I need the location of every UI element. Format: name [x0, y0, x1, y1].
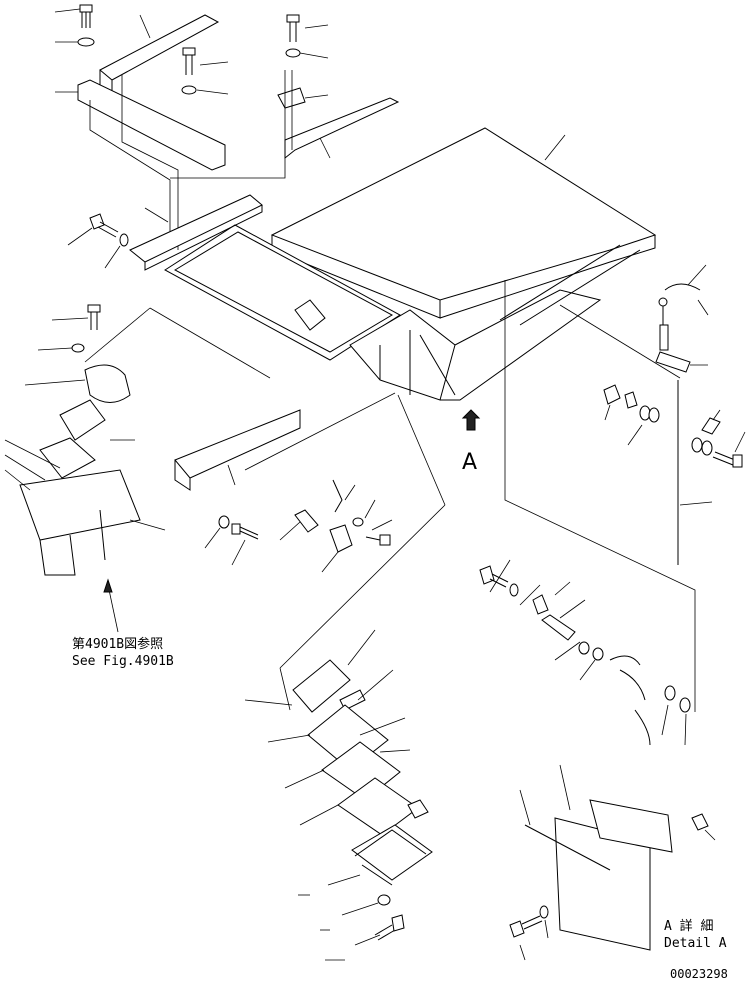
strip-plate: [77, 79, 226, 171]
washer: [691, 437, 703, 453]
washer: [218, 515, 230, 529]
mount-plate: [292, 659, 351, 713]
hinge-tab: [277, 87, 306, 109]
washer: [71, 343, 85, 353]
washer: [77, 37, 95, 47]
view-a-label: A: [462, 450, 478, 475]
washer: [592, 647, 604, 661]
gasket-plate: [59, 399, 106, 441]
washer: [285, 48, 301, 58]
washer: [181, 85, 197, 95]
drawing-number: 00023298: [670, 967, 728, 981]
figure-ref-japanese: 第4901B図参照: [72, 637, 164, 652]
bushing: [532, 594, 549, 615]
cover-panel: [39, 437, 96, 479]
bolt: [712, 451, 743, 468]
bolt: [374, 914, 405, 941]
nut: [624, 391, 638, 409]
bolt: [89, 213, 119, 238]
lock-cylinder: [294, 509, 319, 533]
washer: [648, 407, 660, 423]
deck-plate: [270, 127, 657, 301]
hinge-pin: [541, 614, 576, 641]
cushion-pad: [84, 364, 131, 403]
detail-label-english: Detail A: [664, 936, 727, 951]
nut: [691, 813, 709, 831]
front-box: [349, 309, 456, 401]
washer: [119, 233, 129, 247]
duct-and-lock-group: [174, 392, 396, 573]
washer: [539, 905, 549, 919]
side-plate: [284, 97, 400, 160]
frame-opening: [164, 224, 401, 361]
bolt: [79, 4, 93, 28]
ring-pin: [658, 297, 668, 307]
bolt: [231, 523, 259, 540]
bolt: [365, 534, 391, 546]
top-left-bracket-group: [54, 4, 229, 250]
nut: [603, 384, 621, 405]
bolt: [479, 565, 509, 588]
washer: [639, 405, 651, 421]
pin: [655, 351, 691, 373]
washer: [701, 440, 713, 456]
bolt: [182, 47, 196, 75]
view-arrow: [461, 409, 481, 431]
detail-label-japanese: A 詳 細: [664, 919, 714, 934]
floor-deck-structure: [67, 127, 657, 401]
angle-bracket: [99, 14, 220, 81]
duct-cover: [174, 409, 301, 479]
tag: [701, 417, 721, 435]
figure-ref-english: See Fig.4901B: [72, 654, 174, 669]
washer: [352, 517, 364, 527]
hinge-assembly: [479, 280, 696, 746]
bolt: [286, 14, 300, 42]
washer: [377, 894, 391, 906]
lock-latch: [329, 524, 353, 553]
washer: [664, 685, 676, 701]
console-base: [19, 469, 141, 541]
washer: [679, 697, 691, 713]
bolt: [509, 915, 543, 938]
detail-bracket: [589, 799, 673, 853]
stacked-mount-plates: [244, 394, 446, 961]
left-console-stack: [4, 304, 166, 633]
right-rod-group: [559, 264, 746, 565]
washer: [509, 583, 519, 597]
tag: [407, 799, 429, 819]
washer: [578, 641, 590, 655]
detail-a-view: [509, 764, 716, 961]
mount-plate: [351, 824, 433, 881]
top-right-bracket-group: [170, 14, 400, 179]
clip: [294, 299, 326, 331]
bolt: [87, 304, 101, 330]
